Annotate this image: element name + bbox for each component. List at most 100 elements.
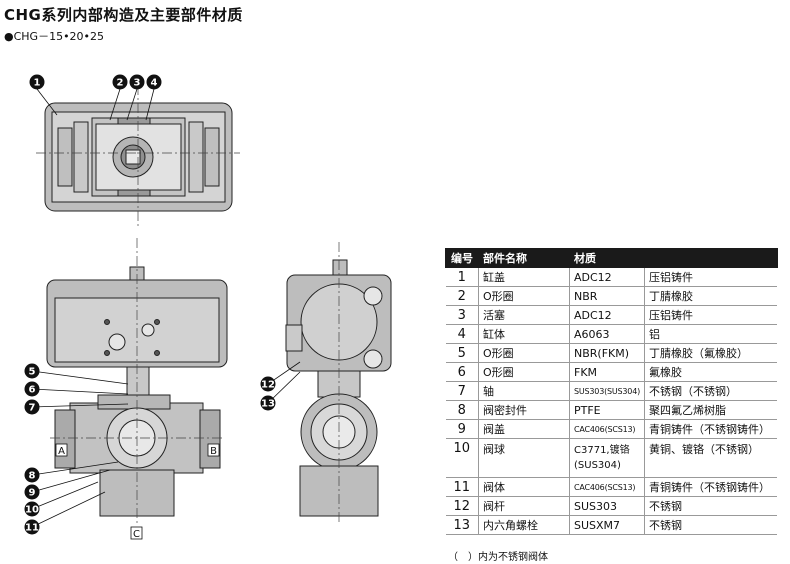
callout-11: 11 xyxy=(24,519,40,535)
part-name: 阀杆 xyxy=(478,496,570,516)
material-description: 丁腈橡胶（氟橡胶） xyxy=(644,343,778,363)
port-label-a: A xyxy=(55,443,68,457)
top-view-drawing xyxy=(44,102,233,212)
column-header-description xyxy=(644,248,778,268)
column-header-part-name: 部件名称 xyxy=(478,248,570,268)
table-header-row: 编号 部件名称 材质 xyxy=(445,248,778,268)
svg-text:8: 8 xyxy=(29,471,36,482)
part-material: ADC12 xyxy=(568,305,645,325)
callout-12: 12 xyxy=(260,376,276,392)
svg-text:3: 3 xyxy=(134,78,141,89)
svg-text:9: 9 xyxy=(29,488,36,499)
model-subtitle: ●CHG－15•20•25 xyxy=(4,30,105,43)
callout-9: 9 xyxy=(24,484,40,500)
part-number: 9 xyxy=(445,419,479,439)
material-description: 压铝铸件 xyxy=(644,305,778,325)
part-number: 5 xyxy=(445,343,479,363)
callout-5: 5 xyxy=(24,363,40,379)
callout-13: 13 xyxy=(260,395,276,411)
material-description: 青铜铸件（不锈钢铸件） xyxy=(644,477,778,497)
callout-4: 4 xyxy=(146,74,162,90)
part-number: 7 xyxy=(445,381,479,401)
svg-text:4: 4 xyxy=(151,78,158,89)
callout-6: 6 xyxy=(24,381,40,397)
svg-text:6: 6 xyxy=(29,385,36,396)
part-material: ADC12 xyxy=(568,267,645,287)
material-description: 黄铜、镀铬（不锈钢） xyxy=(644,438,778,478)
material-description: 氟橡胶 xyxy=(644,362,778,382)
part-number: 6 xyxy=(445,362,479,382)
material-description: 聚四氟乙烯树脂 xyxy=(644,400,778,420)
part-name: 内六角螺栓 xyxy=(478,515,570,535)
column-header-number: 编号 xyxy=(445,248,479,268)
part-number: 10 xyxy=(445,438,479,478)
svg-text:A: A xyxy=(58,446,65,457)
port-label-c: C xyxy=(130,526,143,540)
part-number: 11 xyxy=(445,477,479,497)
part-material: NBR xyxy=(568,286,645,306)
svg-text:11: 11 xyxy=(25,523,39,534)
svg-text:B: B xyxy=(210,446,217,457)
svg-text:10: 10 xyxy=(25,505,39,516)
svg-text:7: 7 xyxy=(29,403,36,414)
material-description: 青铜铸件（不锈钢铸件） xyxy=(644,419,778,439)
svg-text:12: 12 xyxy=(261,380,275,391)
part-number: 2 xyxy=(445,286,479,306)
callout-1: 1 xyxy=(29,74,45,90)
material-description: 不锈钢（不锈钢） xyxy=(644,381,778,401)
part-material: NBR(FKM) xyxy=(568,343,645,363)
port-label-b: B xyxy=(207,443,220,457)
part-material: C3771,镀铬 (SUS304) xyxy=(568,438,645,478)
part-material: PTFE xyxy=(568,400,645,420)
part-number: 8 xyxy=(445,400,479,420)
callout-2: 2 xyxy=(112,74,128,90)
part-name: 轴 xyxy=(478,381,570,401)
part-number: 4 xyxy=(445,324,479,344)
part-name: O形圈 xyxy=(478,343,570,363)
material-description: 丁腈橡胶 xyxy=(644,286,778,306)
part-material: CAC406(SCS13) xyxy=(568,419,645,439)
svg-text:5: 5 xyxy=(29,367,36,378)
part-name: 阀体 xyxy=(478,477,570,497)
table-footnote: （ ）内为不锈钢阀体 xyxy=(448,552,548,563)
part-name: 阀盖 xyxy=(478,419,570,439)
part-name: 缸盖 xyxy=(478,267,570,287)
callout-8: 8 xyxy=(24,467,40,483)
part-name: O形圈 xyxy=(478,362,570,382)
part-number: 1 xyxy=(445,267,479,287)
svg-text:C: C xyxy=(133,529,140,540)
part-number: 3 xyxy=(445,305,479,325)
column-header-material: 材质 xyxy=(568,248,646,268)
material-description: 铝 xyxy=(644,324,778,344)
part-material: SUS303 xyxy=(568,496,645,516)
svg-text:13: 13 xyxy=(261,399,275,410)
part-material: FKM xyxy=(568,362,645,382)
part-name: 阀密封件 xyxy=(478,400,570,420)
part-name: 缸体 xyxy=(478,324,570,344)
svg-text:1: 1 xyxy=(34,78,41,89)
material-description: 不锈钢 xyxy=(644,515,778,535)
part-material: SUSXM7 xyxy=(568,515,645,535)
callout-7: 7 xyxy=(24,399,40,415)
part-material: SUS303(SUS304) xyxy=(568,381,645,401)
part-name: 阀球 xyxy=(478,438,570,478)
material-description: 不锈钢 xyxy=(644,496,778,516)
part-number: 13 xyxy=(445,515,479,535)
part-material: CAC406(SCS13) xyxy=(568,477,645,497)
svg-text:2: 2 xyxy=(117,78,124,89)
part-name: O形圈 xyxy=(478,286,570,306)
